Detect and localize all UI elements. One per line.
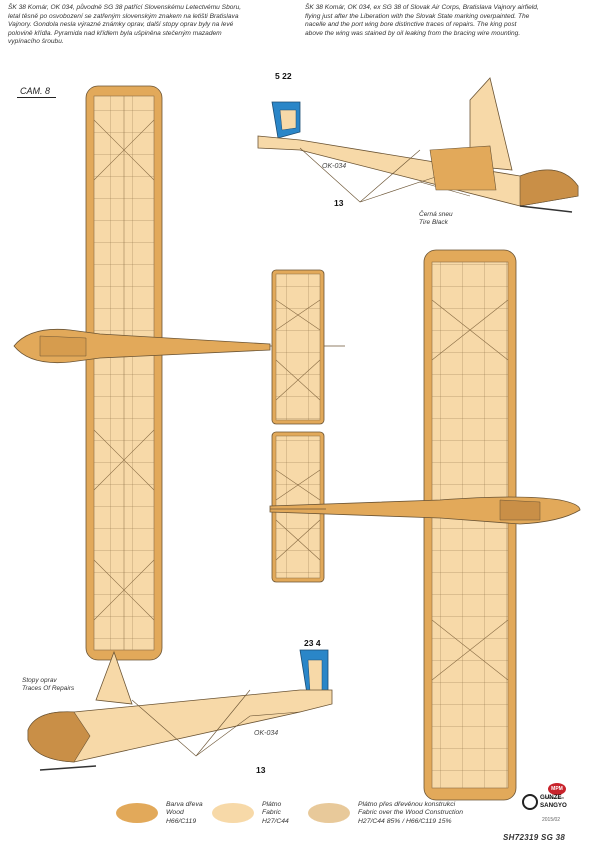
- bottom-view-fuselage: [269, 496, 581, 525]
- legend-blend: Plátno přes dřevěnou konstrukci Fabric o…: [358, 801, 464, 825]
- legend-swatch-wood: [116, 803, 158, 823]
- gunze-emblem-icon: [522, 794, 538, 810]
- side-view-bottom: [27, 649, 333, 771]
- description-english: ŠK 38 Komár, OK 034, ex SG 38 of Slovak …: [305, 4, 539, 37]
- top-view-fuselage: [13, 328, 345, 364]
- legend-swatch-blend: [308, 803, 350, 823]
- stencil-numbers-top: 5 22: [275, 71, 292, 81]
- gunze-sangyo-logo: GUNZE SANGYO: [522, 793, 584, 815]
- camouflage-label: CAM. 8: [16, 86, 57, 98]
- stencil-numbers-bottom: 23 4: [304, 638, 321, 648]
- repairs-callout: Stopy oprav Traces Of Repairs: [22, 677, 75, 692]
- small-code: 2015/02: [542, 817, 561, 823]
- registration-bottom: OK-034: [254, 730, 279, 737]
- legend-wood: Barva dřeva Wood H66/C119: [166, 801, 203, 825]
- legend-swatch-fabric: [212, 803, 254, 823]
- mpm-logo-sub: Production: [545, 795, 565, 800]
- top-view-wing: [85, 85, 163, 661]
- product-code: SH72319 SG 38: [503, 833, 566, 842]
- legend-fabric: Plátno Fabric H27/C44: [262, 801, 289, 825]
- stencil-13-top: 13: [334, 198, 344, 208]
- stencil-13-bottom: 13: [256, 765, 266, 775]
- tire-callout: Černá sneu Tire Black: [419, 211, 453, 226]
- side-view-top: [257, 77, 579, 213]
- bottom-view-wing: [423, 249, 517, 801]
- description-czech: ŠK 38 Komár, OK 034, původně SG 38 patří…: [8, 4, 242, 46]
- mpm-logo: MPM: [548, 783, 566, 795]
- tailplane-top: [271, 269, 325, 425]
- registration-top: OK-034: [322, 163, 347, 170]
